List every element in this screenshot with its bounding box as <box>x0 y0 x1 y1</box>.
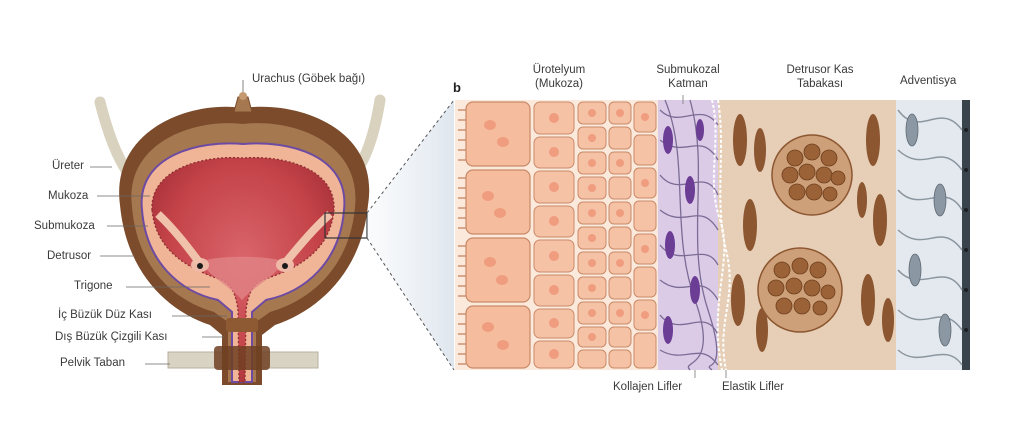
label-urotelyum-line2: (Mukoza) <box>535 78 583 90</box>
elastic-fibers <box>711 99 731 371</box>
label-elastik-lifler: Elastik Lifler <box>722 381 784 393</box>
label-detrusor-kas-line1: Detrusor Kas <box>786 64 854 76</box>
label-trigone: Trigone <box>74 280 113 292</box>
label-ic-buzuk: İç Büzük Düz Kası <box>58 309 152 321</box>
label-dis-buzuk: Dış Büzük Çizgili Kası <box>55 331 168 343</box>
adventitia-cells <box>905 113 952 347</box>
label-kollajen-lifler: Kollajen Lifler <box>613 381 683 393</box>
right-leader-lines <box>682 95 727 378</box>
adventitia-bg <box>896 100 962 370</box>
submucosa-cells <box>663 119 704 344</box>
zoom-wedge <box>367 100 454 370</box>
label-pelvik-taban: Pelvik Taban <box>60 357 125 369</box>
serosa-edge <box>962 100 970 370</box>
label-urachus: Urachus (Göbek bağı) <box>252 73 366 85</box>
panel-letter: b <box>453 80 461 95</box>
label-urotelyum-line1: Ürotelyum <box>532 64 586 76</box>
detrusor-smooth-muscle <box>731 114 894 352</box>
left-leader-lines <box>90 80 244 365</box>
label-adventisya: Adventisya <box>900 75 957 87</box>
muscle-bundle-upper <box>771 134 853 216</box>
label-submukozal-line1: Submukozal <box>656 64 720 76</box>
label-mukoza: Mukoza <box>48 190 89 202</box>
label-submukoza: Submukoza <box>34 220 95 232</box>
label-ureter: Üreter <box>52 160 84 172</box>
apical-surface <box>458 109 466 365</box>
internal-sphincter <box>226 318 258 332</box>
muscle-bundle-lower <box>757 247 843 333</box>
trigone-region <box>200 256 285 300</box>
histology-section <box>455 95 970 378</box>
intermediate-cell-layer <box>533 101 575 369</box>
label-detrusor-kas-line2: Tabakası <box>796 78 844 90</box>
external-sphincter <box>214 346 270 370</box>
urachus-knob <box>233 96 253 113</box>
bladder-illustration <box>94 92 386 386</box>
adventitia-fibers <box>897 109 963 366</box>
label-submukozal-line2: Katman <box>668 78 708 90</box>
label-detrusor: Detrusor <box>47 250 92 262</box>
umbrella-cell-layer <box>465 101 531 369</box>
